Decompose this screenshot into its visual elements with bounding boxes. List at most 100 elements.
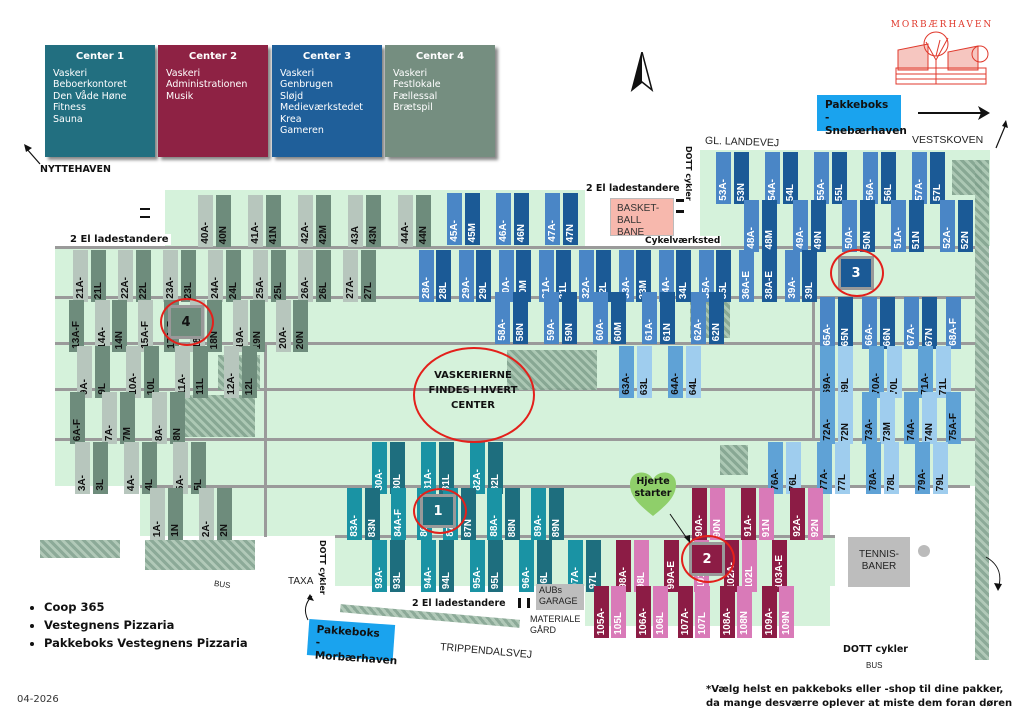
plot-1a: 1A- bbox=[150, 488, 165, 540]
dott-cykler-bottom-label: DOTT cykler bbox=[843, 644, 908, 655]
plot-label: 73A- bbox=[863, 419, 875, 441]
plot-label: 54L bbox=[784, 183, 796, 201]
arrow-curve-icon bbox=[304, 594, 314, 621]
plot-48a: 48A- bbox=[744, 200, 759, 252]
plot-23a: 23A- bbox=[163, 250, 178, 302]
plot-52a: 52A- bbox=[940, 200, 955, 252]
plot-label: 56A- bbox=[864, 179, 876, 201]
plot-label: 93A- bbox=[373, 567, 385, 589]
path bbox=[812, 296, 815, 441]
path bbox=[264, 342, 267, 537]
center-item: Sløjd bbox=[280, 90, 304, 102]
plot-53a: 53A- bbox=[716, 152, 731, 204]
plot-label: 7M bbox=[121, 427, 133, 441]
plot-label: 41N bbox=[267, 225, 279, 244]
plot-label: 12L bbox=[243, 377, 255, 395]
plot-label: 46A- bbox=[497, 220, 509, 242]
plot-12a: 12A- bbox=[224, 346, 239, 398]
plot-58n: 58N bbox=[513, 292, 528, 344]
plot-label: 90N bbox=[711, 518, 723, 537]
plot-label: 68A-F bbox=[947, 318, 959, 346]
pakkeboks-snebaerhaven: Pakkeboks - Snebærhaven bbox=[817, 95, 907, 137]
pakkeboks-morbaerhaven: Pakkeboks - Morbærhaven bbox=[306, 619, 398, 667]
plot-label: 28L bbox=[437, 281, 449, 299]
plot-45m: 45M bbox=[465, 193, 480, 245]
plot-label: 94A- bbox=[422, 567, 434, 589]
plot-84af: 84A-F bbox=[391, 488, 406, 540]
plot-69l: 69L bbox=[838, 346, 853, 398]
plot-label: 54A- bbox=[766, 179, 778, 201]
plot-label: 40N bbox=[217, 225, 229, 244]
plot-32l: 32L bbox=[596, 250, 611, 302]
plot-9a: 9A- bbox=[77, 346, 92, 398]
center-item: Vaskeri bbox=[393, 67, 428, 79]
plot-44n: 44N bbox=[416, 195, 431, 247]
path bbox=[140, 485, 970, 488]
plot-label: 39L bbox=[803, 281, 815, 299]
plot-label: 74N bbox=[923, 422, 935, 441]
plot-10l: 10L bbox=[144, 346, 159, 398]
plot-label: 52A- bbox=[941, 227, 953, 249]
plot-label: 40A- bbox=[199, 222, 211, 244]
plot-61a: 61A- bbox=[642, 292, 657, 344]
plot-label: 63L bbox=[638, 377, 650, 395]
plot-28l: 28L bbox=[436, 250, 451, 302]
plot-label: 32A- bbox=[580, 277, 592, 299]
plot-80l: 80L bbox=[390, 442, 405, 494]
plot-54l: 54L bbox=[783, 152, 798, 204]
plot-label: 25A- bbox=[254, 277, 266, 299]
plot-30a: 30A- bbox=[499, 250, 514, 302]
plot-91a: 91A- bbox=[741, 488, 756, 540]
plot-label: 26A- bbox=[299, 277, 311, 299]
plot-label: 43A bbox=[349, 225, 361, 244]
plot-label: 44A- bbox=[399, 222, 411, 244]
plot-26a: 26A- bbox=[298, 250, 313, 302]
plot-29l: 29L bbox=[476, 250, 491, 302]
plot-76a: 76A- bbox=[768, 442, 783, 494]
plot-label: 74A- bbox=[905, 419, 917, 441]
plot-30m: 30M bbox=[516, 250, 531, 302]
plot-label: 108N bbox=[738, 611, 750, 635]
shop-legend: Coop 365 Vestegnens Pizzaria Pakkeboks V… bbox=[26, 598, 248, 652]
plot-88n: 88N bbox=[505, 488, 520, 540]
plot-67n: 67N bbox=[922, 297, 937, 349]
plot-55a: 55A- bbox=[814, 152, 829, 204]
plot-label: 62A- bbox=[692, 319, 704, 341]
plot-47n: 47N bbox=[563, 193, 578, 245]
plot-label: 29L bbox=[477, 281, 489, 299]
plot-24a: 24A- bbox=[208, 250, 223, 302]
plot-19a: 19A- bbox=[233, 300, 248, 352]
plot-label: 89A- bbox=[532, 515, 544, 537]
gl-landevej-label: GL. LANDEVEJ bbox=[704, 134, 780, 150]
plot-label: 21A- bbox=[74, 277, 86, 299]
plot-94a: 94A- bbox=[421, 540, 436, 592]
plot-63l: 63L bbox=[637, 346, 652, 398]
plot-label: 106A- bbox=[637, 607, 649, 635]
el-ladestandere-label-bottom: 2 El ladestandere bbox=[412, 598, 506, 609]
plot-label: 75A-F bbox=[947, 413, 959, 441]
legend-item: Vestegnens Pizzaria bbox=[44, 616, 248, 634]
plot-5l: 5L bbox=[191, 442, 206, 494]
plot-label: 60M bbox=[612, 321, 624, 341]
plot-label: 105L bbox=[612, 612, 624, 635]
center-item: Festlokale bbox=[393, 79, 441, 90]
plot-11l: 11L bbox=[193, 346, 208, 398]
date-label: 04-2026 bbox=[17, 694, 59, 705]
center-4-box: Center 4 Vaskeri Festlokale Fællessal Br… bbox=[385, 45, 495, 157]
plot-label: 92N bbox=[809, 518, 821, 537]
plot-label: 88N bbox=[506, 518, 518, 537]
plot-46a: 46A- bbox=[496, 193, 511, 245]
plot-90n: 90N bbox=[710, 488, 725, 540]
plot-label: 28A- bbox=[420, 277, 432, 299]
plot-label: 55L bbox=[833, 183, 845, 201]
center-1-box: Center 1 Vaskeri Beboerkontoret Den Våde… bbox=[45, 45, 155, 157]
plot-label: 108A- bbox=[721, 607, 733, 635]
plot-22l: 22L bbox=[136, 250, 151, 302]
plot-105l: 105L bbox=[611, 586, 626, 638]
plot-41a: 41A- bbox=[248, 195, 263, 247]
plot-45a: 45A- bbox=[447, 193, 462, 245]
logo: MORBÆRHAVEN bbox=[878, 20, 1006, 92]
plot-label: 64A- bbox=[669, 373, 681, 395]
path bbox=[55, 246, 975, 249]
plot-24l: 24L bbox=[226, 250, 241, 302]
